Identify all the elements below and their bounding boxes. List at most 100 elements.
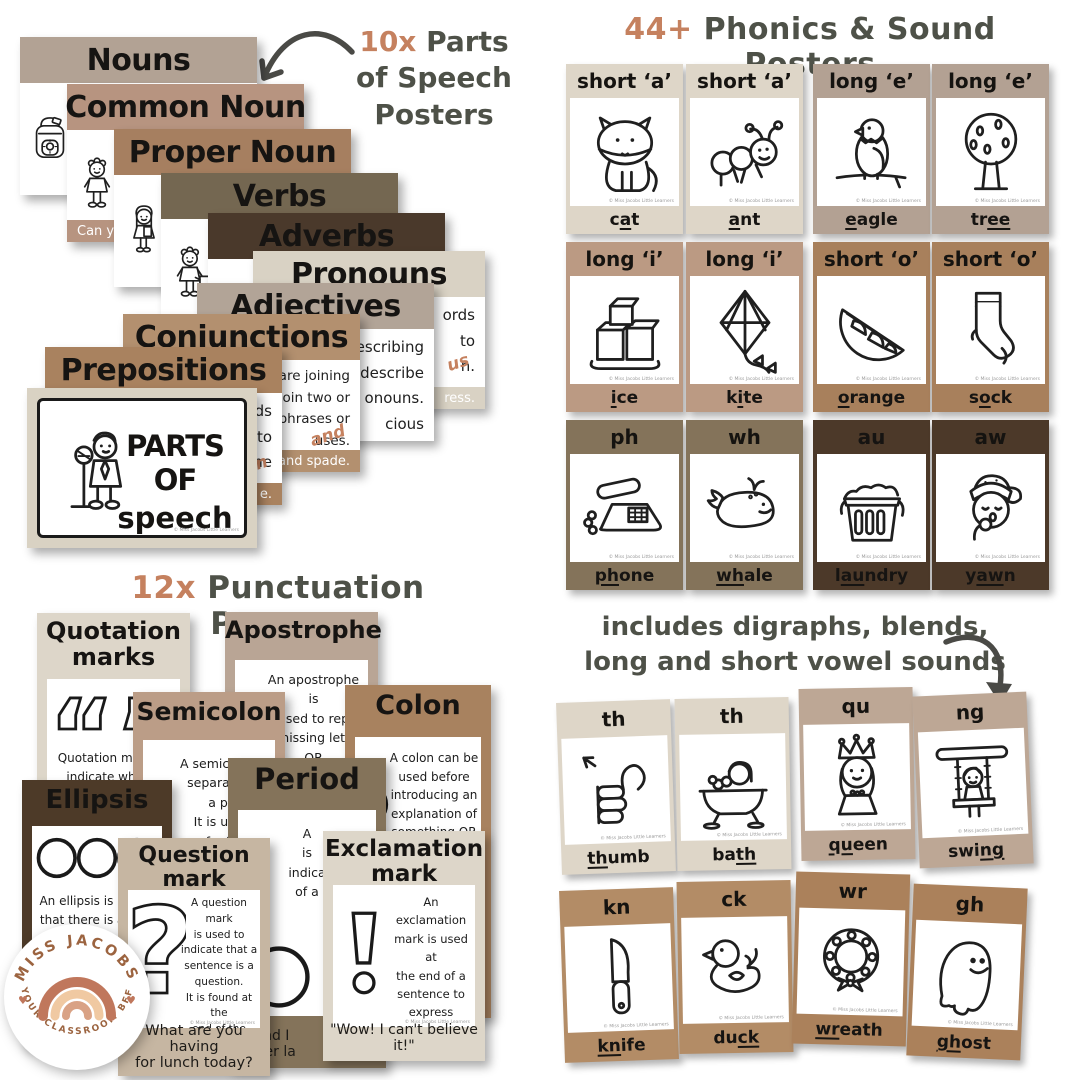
- sound-label: ck: [721, 886, 747, 912]
- bath-illustration: [698, 760, 769, 830]
- sound-label: wr: [838, 878, 868, 904]
- word-label: swing: [947, 839, 1005, 863]
- word-label: ant: [728, 210, 761, 230]
- phonics-count: 44+: [624, 12, 693, 47]
- exclamation-mark-glyph: [351, 911, 377, 995]
- poster-question-mark: Question mark ? A question mark is used …: [118, 838, 270, 1076]
- digraph-card-thumb: th © Miss Jacobs Little Learners thumb: [556, 699, 676, 875]
- word-label: phone: [594, 566, 655, 586]
- title-card-text: PARTS OF speech: [117, 429, 233, 535]
- sound-label: au: [857, 425, 886, 449]
- word-label: sock: [968, 388, 1013, 408]
- word-label: ghost: [936, 1031, 992, 1055]
- poster-text: ords to n.: [442, 306, 475, 375]
- poster-title: Proper Noun: [128, 134, 337, 170]
- poster-text: A is indica of a: [288, 826, 326, 900]
- eagle-illustration: [835, 118, 906, 189]
- knife-illustration: [609, 937, 632, 1015]
- parts-of-speech-annotation: 10x Parts of Speech Posters: [356, 25, 512, 131]
- poster-title: Semicolon: [136, 697, 282, 726]
- sound-label: long ‘e’: [948, 69, 1033, 93]
- poster-title: Nouns: [86, 42, 191, 78]
- phonics-card-sock: short ‘o’ © Miss Jacobs Little Learners …: [932, 242, 1049, 412]
- poster-title: Question mark: [138, 843, 250, 892]
- poster-panel: An exclamation mark is used at the end o…: [333, 885, 475, 1027]
- digraph-card-duck: ck © Miss Jacobs Little Learners duck: [676, 880, 794, 1054]
- word-label: thumb: [587, 846, 650, 870]
- digraph-card-queen: qu © Miss Jacobs Little Learners queen: [798, 687, 916, 861]
- sound-label: short ‘a’: [697, 69, 792, 93]
- heart-icon: ♥: [126, 994, 136, 1007]
- word-label: wreath: [815, 1019, 884, 1041]
- yawning-child-illustration: [968, 474, 1022, 541]
- poster-title: Colon: [375, 690, 461, 721]
- phonics-card-ant: short ‘a’ © Miss Jacobs Little Learners …: [686, 64, 803, 234]
- digraph-card-wreath: wr © Miss Jacobs Little Learners wreath: [791, 871, 911, 1047]
- poster-title: Exclamation mark: [324, 836, 484, 887]
- ant-illustration: [710, 120, 783, 187]
- sound-label: th: [601, 706, 626, 732]
- word-label: queen: [828, 834, 889, 856]
- laundry-basket-illustration: [839, 483, 904, 542]
- phonics-card-laundry: au © Miss Jacobs Little Learners laundry: [813, 420, 930, 590]
- poster-title-bar: Prepositions: [45, 347, 282, 393]
- svg-text:“: “: [49, 683, 115, 741]
- sound-label: aw: [974, 425, 1007, 449]
- poster-title: Quotation marks: [46, 617, 181, 671]
- rainbow-icon: [38, 977, 116, 1021]
- sound-label: short ‘a’: [577, 69, 672, 93]
- poster-title-bar: Proper Noun: [114, 129, 351, 175]
- sound-label: qu: [841, 693, 871, 719]
- poster-example: What are you having for lunch today?: [135, 1023, 253, 1071]
- poster-text: A question mark is used to indicate that…: [180, 897, 258, 1028]
- word-label: eagle: [845, 210, 898, 230]
- thumb-illustration: [582, 754, 648, 825]
- poster-exclamation-mark: Exclamation mark An exclamation mark is …: [323, 831, 485, 1061]
- poster-text: describing describe onouns. cious: [346, 338, 424, 433]
- word-label: yawn: [965, 566, 1016, 586]
- poster-example: "Wow! I can't believe it!": [330, 1022, 478, 1054]
- poster-title-bar: Verbs: [161, 173, 398, 219]
- sound-label: wh: [728, 425, 761, 449]
- poster-title: Period: [254, 762, 360, 796]
- sound-label: long ‘e’: [829, 69, 914, 93]
- digraph-card-swing: ng © Miss Jacobs Little Learners swing: [912, 691, 1034, 869]
- sound-label: gh: [955, 891, 985, 917]
- phonics-card-kite: long ‘i’ © Miss Jacobs Little Learners k…: [686, 242, 803, 412]
- orange-illustration: [838, 308, 905, 362]
- phonics-card-yawn: aw © Miss Jacobs Little Learners yawn: [932, 420, 1049, 590]
- phone-illustration: [582, 476, 662, 536]
- word-label: ice: [610, 388, 639, 408]
- word-label: knife: [597, 1035, 646, 1057]
- word-label: kite: [726, 388, 763, 408]
- curved-arrow-icon: [259, 31, 355, 81]
- poster-title: Ellipsis: [45, 785, 149, 815]
- word-label: bath: [712, 844, 757, 866]
- phonics-card-ice: long ‘i’ © Miss Jacobs Little Learners i…: [566, 242, 683, 412]
- whale-illustration: [706, 477, 775, 529]
- phonics-card-eagle: long ‘e’ © Miss Jacobs Little Learners e…: [813, 64, 930, 234]
- poster-title: Apostrophe: [225, 616, 382, 644]
- title-card-panel: PARTS OF speech © Miss Jacobs Little Lea…: [37, 398, 247, 538]
- copyright-text: © Miss Jacobs Little Learners: [173, 528, 239, 533]
- poster-title-bar: Nouns: [20, 37, 257, 83]
- phonics-card-phone: ph © Miss Jacobs Little Learners phone: [566, 420, 683, 590]
- word-label: duck: [713, 1027, 760, 1049]
- phonics-card-whale: wh © Miss Jacobs Little Learners whale: [686, 420, 803, 590]
- kite-illustration: [719, 289, 777, 374]
- digraph-card-bath: th © Miss Jacobs Little Learners bath: [674, 697, 792, 871]
- swing-illustration: [935, 745, 1011, 819]
- miss-jacobs-logo: MISS JACOBS YOUR CLASSROOM BFF ♥ ♥: [4, 924, 150, 1070]
- cat-illustration: [596, 116, 658, 193]
- poster-title: Prepositions: [60, 352, 267, 388]
- word-label: tree: [970, 210, 1011, 230]
- sound-label: th: [719, 703, 744, 729]
- sound-label: long ‘i’: [705, 247, 784, 271]
- digraphs-annotation: includes digraphs, blends, long and shor…: [584, 612, 1006, 678]
- phonics-card-cat: short ‘a’ © Miss Jacobs Little Learners …: [566, 64, 683, 234]
- queen-illustration: [836, 733, 878, 816]
- sound-label: short ‘o’: [942, 247, 1039, 271]
- poster-text: An exclamation mark is used at the end o…: [391, 895, 471, 1027]
- sound-label: kn: [602, 894, 631, 920]
